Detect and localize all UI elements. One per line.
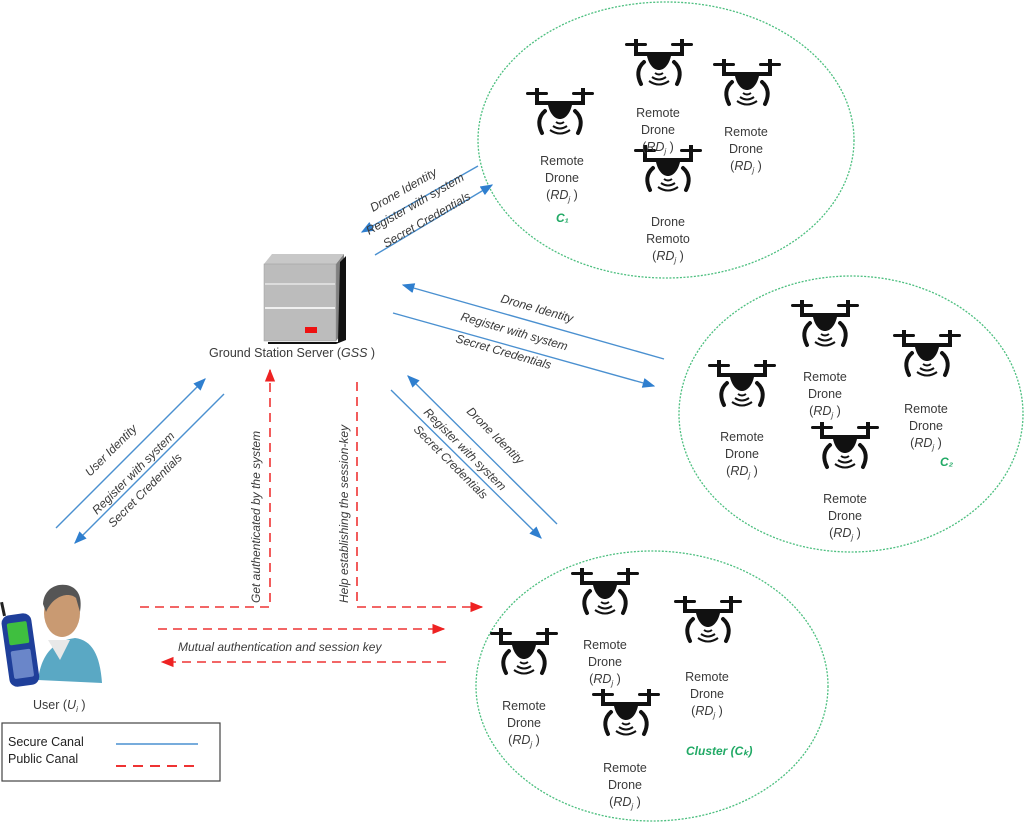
server-icon[interactable]	[263, 254, 346, 344]
svg-text:Help establishing the session-: Help establishing the session-key	[337, 424, 351, 603]
svg-text:Remote: Remote	[823, 492, 867, 506]
svg-text:(RDj ): (RDj )	[609, 795, 641, 811]
drone-icon[interactable]	[789, 298, 861, 348]
drone-icon[interactable]	[672, 594, 744, 644]
cluster-ck-boundary	[475, 550, 829, 822]
drone-label: Remote Drone (RDj )	[685, 670, 729, 720]
legend: Secure Canal Public Canal	[1, 722, 221, 782]
svg-text:Drone: Drone	[729, 142, 763, 156]
drone-icon[interactable]	[488, 626, 560, 676]
svg-text:Remote: Remote	[603, 761, 647, 775]
cluster-ck-label: Cluster (Cₖ)	[686, 744, 752, 758]
legend-public-label: Public Canal	[8, 752, 78, 766]
drone-label: Drone Remoto (RDj )	[646, 215, 690, 265]
secure-channel-user-gss: User Identity Register with system Secre…	[55, 378, 225, 544]
drone-label: Remote Drone (RDj )	[823, 492, 867, 542]
svg-text:Remote: Remote	[502, 699, 546, 713]
user-label: User (Ui )	[33, 698, 85, 714]
svg-text:Remote: Remote	[583, 638, 627, 652]
svg-text:Drone: Drone	[808, 387, 842, 401]
svg-text:Drone: Drone	[507, 716, 541, 730]
svg-text:(RDj ): (RDj )	[642, 140, 674, 156]
cluster-c2-label: C₂	[940, 455, 954, 469]
drone-icon[interactable]	[623, 37, 695, 87]
svg-text:Drone: Drone	[909, 419, 943, 433]
svg-text:Drone: Drone	[588, 655, 622, 669]
svg-text:(RDj ): (RDj )	[726, 464, 758, 480]
svg-text:(RDj ): (RDj )	[809, 404, 841, 420]
svg-text:(RDj ): (RDj )	[546, 188, 578, 204]
public-channel-user-gss: Get authenticated by the system	[140, 368, 276, 608]
cluster-c1-boundary	[477, 1, 855, 279]
svg-text:Remoto: Remoto	[646, 232, 690, 246]
secure-channel-gss-c1: Drone Identity Register with system Secr…	[360, 165, 494, 256]
drone-label: Remote Drone (RDj )	[540, 154, 584, 204]
user-icon[interactable]	[0, 584, 102, 688]
svg-text:Remote: Remote	[720, 430, 764, 444]
svg-text:Remote: Remote	[636, 106, 680, 120]
svg-text:Get authenticated by the syste: Get authenticated by the system	[249, 431, 263, 603]
svg-text:Drone: Drone	[725, 447, 759, 461]
drone-label: Remote Drone (RDj )	[583, 638, 627, 688]
secure-channel-gss-ck: Drone Identity Register with system Secr…	[390, 375, 558, 539]
svg-text:Remote: Remote	[904, 402, 948, 416]
svg-text:(RDj ): (RDj )	[589, 672, 621, 688]
svg-text:(RDj ): (RDj )	[829, 526, 861, 542]
svg-text:Remote: Remote	[685, 670, 729, 684]
secure-channel-gss-c2: Drone Identity Register with system Secr…	[392, 283, 665, 388]
server-label: Ground Station Server (GSS )	[209, 346, 375, 360]
drone-label: Remote Drone (RDj )	[720, 430, 764, 480]
svg-text:Remote: Remote	[540, 154, 584, 168]
svg-text:Mutual authentication and sess: Mutual authentication and session key	[178, 640, 382, 654]
drone-label: Remote Drone (RDj )	[636, 106, 680, 156]
svg-text:Drone: Drone	[608, 778, 642, 792]
svg-text:(RDj ): (RDj )	[691, 704, 723, 720]
drone-label: Remote Drone (RDj )	[603, 761, 647, 811]
svg-text:Remote: Remote	[724, 125, 768, 139]
drone-label: Remote Drone (RDj )	[502, 699, 546, 749]
svg-text:Drone Identity: Drone Identity	[499, 291, 576, 325]
drone-icon[interactable]	[706, 358, 778, 408]
cluster-c2-boundary	[678, 275, 1024, 553]
drone-label: Remote Drone (RDj )	[904, 402, 948, 452]
svg-text:(RDj ): (RDj )	[508, 733, 540, 749]
svg-text:(RDj ): (RDj )	[910, 436, 942, 452]
svg-text:Drone: Drone	[545, 171, 579, 185]
svg-text:(RDj ): (RDj )	[652, 249, 684, 265]
svg-text:Drone: Drone	[651, 215, 685, 229]
svg-text:Drone: Drone	[690, 687, 724, 701]
drone-icon[interactable]	[891, 328, 963, 378]
drone-label: Remote Drone (RDj )	[803, 370, 847, 420]
drone-icon[interactable]	[809, 420, 881, 470]
cluster-c1-label: C₁	[556, 211, 569, 225]
drone-icon[interactable]	[524, 86, 596, 136]
drone-icon[interactable]	[590, 687, 662, 737]
svg-text:Drone: Drone	[828, 509, 862, 523]
public-channel-gss-ck: Help establishing the session-key	[337, 382, 484, 613]
svg-text:Remote: Remote	[803, 370, 847, 384]
drone-icon[interactable]	[711, 57, 783, 107]
drone-icon[interactable]	[569, 566, 641, 616]
svg-text:(RDj ): (RDj )	[730, 159, 762, 175]
svg-text:Drone: Drone	[641, 123, 675, 137]
public-channel-mutual: Mutual authentication and session key	[158, 623, 446, 668]
legend-secure-label: Secure Canal	[8, 735, 84, 749]
drone-label: Remote Drone (RDj )	[724, 125, 768, 175]
